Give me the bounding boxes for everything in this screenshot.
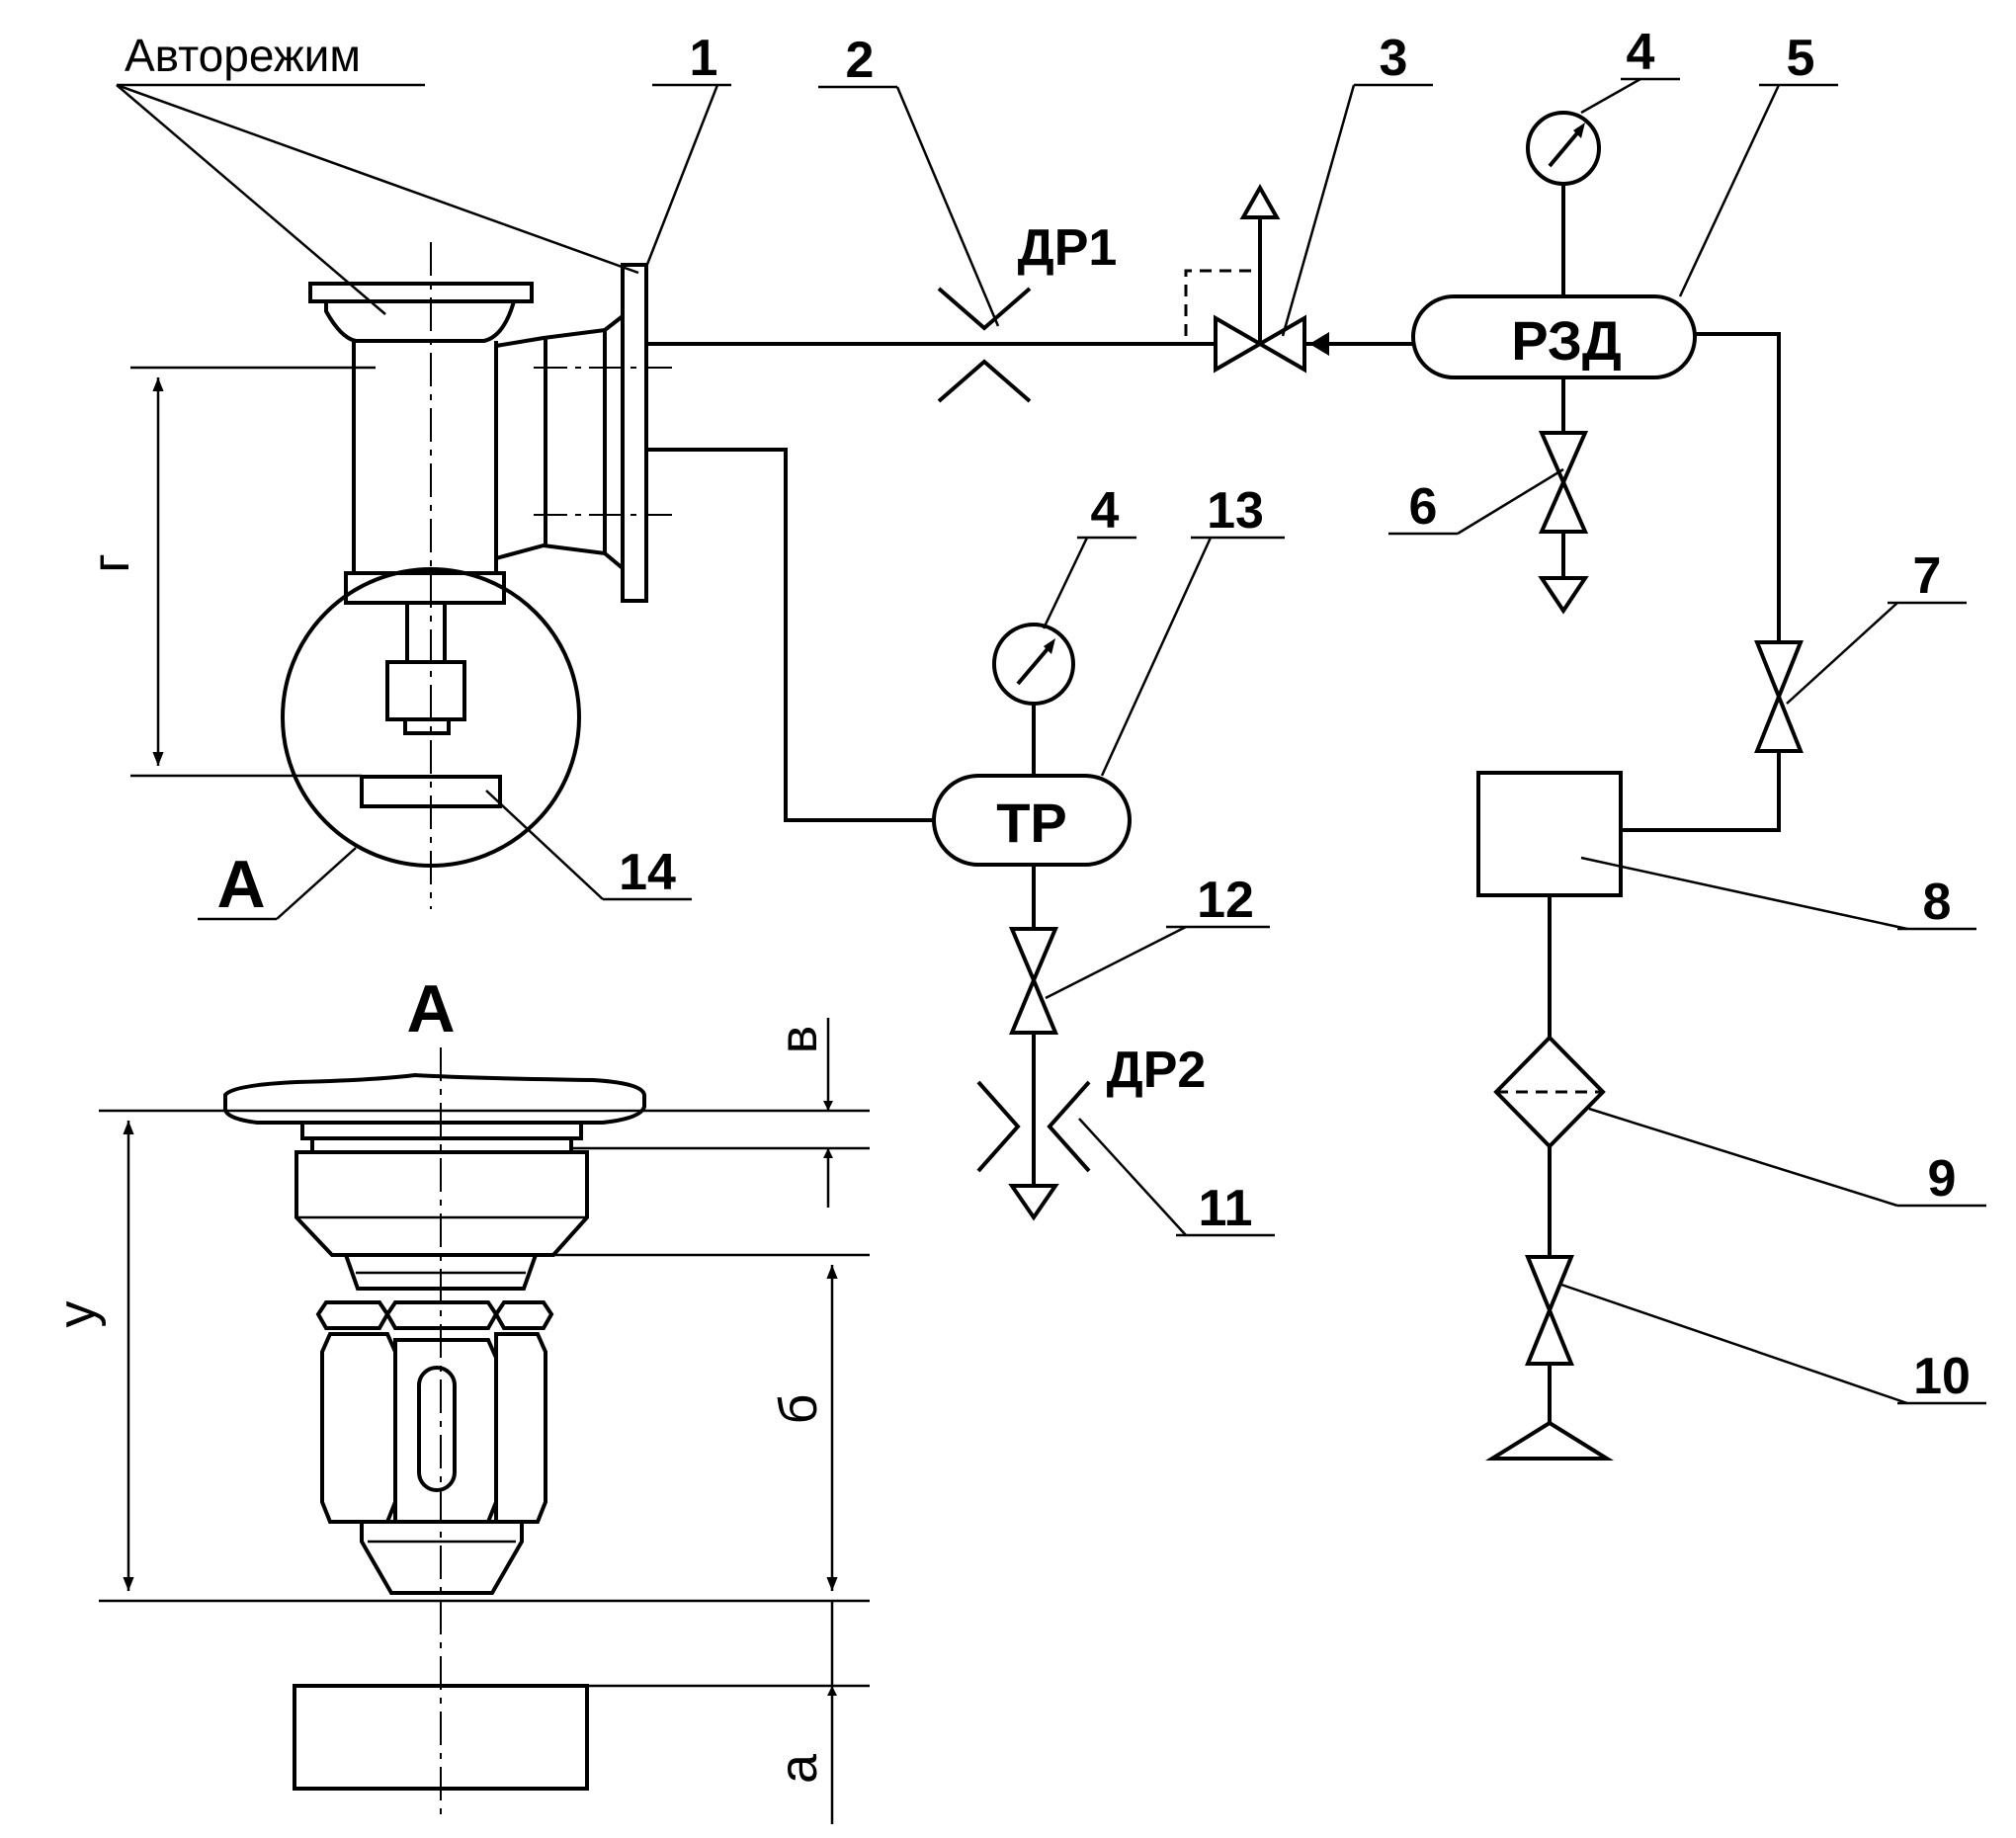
position-13: 13 [1207,482,1264,540]
dimensions-view-a: у в б а [47,1018,870,1824]
throttle-dr2-label: ДР2 [1107,1042,1207,1099]
gauge-icon [992,623,1075,706]
auto-mode-label: Авторежим [125,30,361,81]
rzd-label: РЗД [1511,309,1622,372]
position-8: 8 [1923,874,1952,931]
piping [646,184,1781,1423]
position-4-top: 4 [1627,24,1655,81]
view-callout-label: А [216,847,265,922]
position-9: 9 [1928,1150,1957,1208]
position-6: 6 [1409,478,1438,536]
view-a: А [223,971,646,1818]
valve-6: 6 [1388,431,1589,615]
position-10: 10 [1913,1348,1971,1405]
throttle-dr1: ДР1 2 [818,32,1118,403]
view-title: А [406,971,455,1046]
valve-7: 7 [1754,547,1967,753]
position-7: 7 [1913,547,1942,605]
dimension-g: г [81,366,376,778]
three-way-valve-3: 3 [1184,30,1433,374]
position-4-bottom: 4 [1091,482,1120,540]
pressure-regulator-rzd: РЗД 4 5 [1411,24,1838,379]
position-14: 14 [619,844,676,901]
position-3: 3 [1380,30,1408,87]
leader-1: 1 [644,30,731,268]
dim-label-u: у [47,1301,107,1328]
position-1: 1 [690,30,718,87]
position-12: 12 [1197,872,1254,929]
throttle-dr2: ДР2 11 [976,1042,1275,1237]
throttle-dr1-label: ДР1 [1018,219,1118,277]
dim-label-a: а [769,1753,828,1784]
auto-mode-callout: Авторежим [116,30,639,315]
test-receiver-tr: ТР 4 13 [932,482,1285,867]
position-2: 2 [846,32,875,89]
dim-label-g: г [81,553,140,573]
position-11: 11 [1199,1180,1253,1237]
unit-8: 8 [1476,771,1976,931]
valve-10: 10 [1484,1255,1986,1461]
gauge-icon [1526,111,1601,186]
dim-label-v: в [769,1026,828,1054]
leader-14: 14 [485,790,692,901]
view-callout: А [198,847,357,922]
sprinkler-assembly [281,242,672,909]
tr-label: ТР [996,792,1067,854]
position-5: 5 [1787,30,1815,87]
dim-label-b: б [769,1394,828,1425]
valve-12: 12 [1008,872,1270,1035]
filter-9: 9 [1493,1035,1986,1208]
